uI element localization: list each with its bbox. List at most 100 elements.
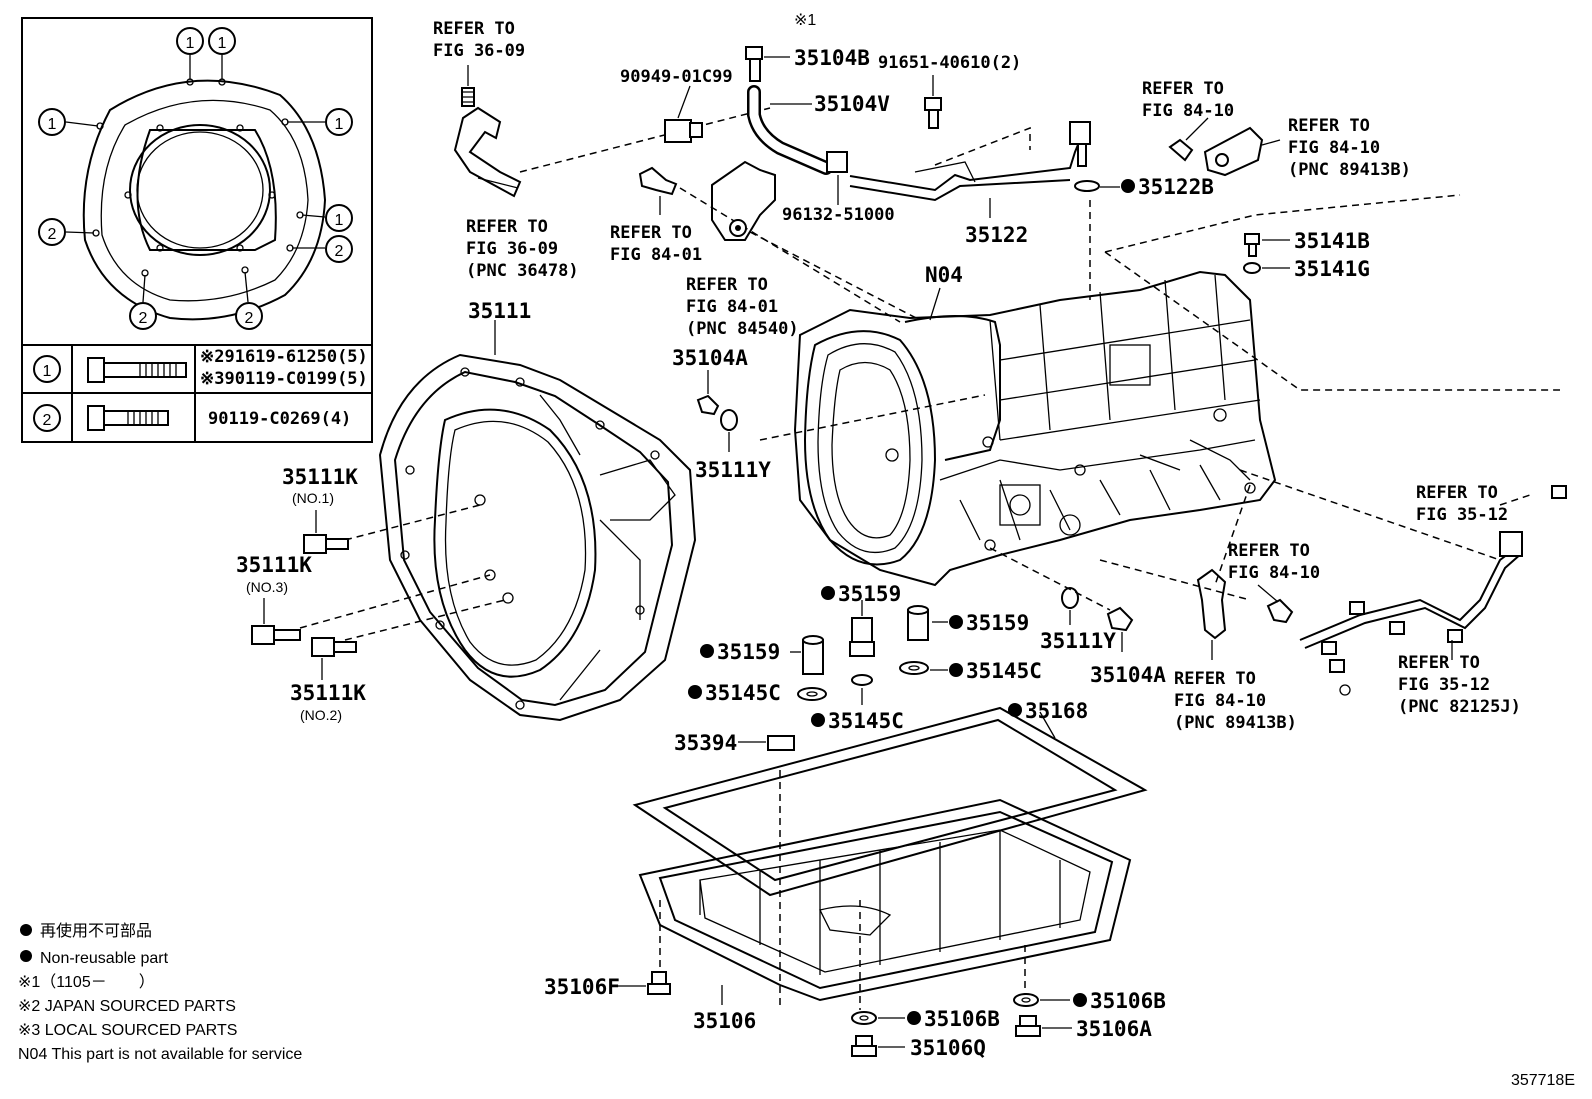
svg-text:FIG 84-10: FIG 84-10 bbox=[1142, 101, 1234, 121]
part-90949-01C99-clip: 90949-01C99 bbox=[620, 67, 733, 143]
svg-text:90949-01C99: 90949-01C99 bbox=[620, 67, 733, 87]
svg-text:FIG 84-10: FIG 84-10 bbox=[1174, 691, 1266, 711]
svg-text:1: 1 bbox=[335, 212, 344, 229]
part-35394-magnet: 35394 bbox=[674, 731, 795, 755]
callout-1-top-b: 1 bbox=[208, 27, 236, 55]
svg-text:1: 1 bbox=[48, 116, 57, 133]
svg-text:35111: 35111 bbox=[468, 299, 531, 323]
callout-1-left: 1 bbox=[38, 108, 66, 136]
svg-text:1: 1 bbox=[218, 35, 227, 52]
torque-converter-housing-gasket-view bbox=[65, 55, 327, 321]
part-35104A-top-plug: 35104A bbox=[672, 346, 748, 416]
assembly-guide-lines bbox=[299, 107, 1560, 1010]
svg-text:35104A: 35104A bbox=[1090, 663, 1166, 687]
part-35145C-washer-left: 35145C bbox=[688, 681, 827, 705]
callout-1-right-lower: 1 bbox=[325, 204, 353, 232]
svg-text:※390119-C0199(5): ※390119-C0199(5) bbox=[200, 369, 368, 389]
svg-text:35141B: 35141B bbox=[1294, 229, 1370, 253]
svg-text:FIG 84-10: FIG 84-10 bbox=[1288, 138, 1380, 158]
sensor-bracket-refer-84-01 bbox=[638, 160, 776, 241]
part-35159-sleeve-left: 35159 bbox=[700, 635, 824, 675]
svg-text:N04 This part is not available: N04 This part is not available for servi… bbox=[18, 1046, 302, 1063]
svg-text:※291619-61250(5): ※291619-61250(5) bbox=[200, 347, 368, 367]
svg-text:35159: 35159 bbox=[717, 640, 780, 664]
svg-text:REFER TO: REFER TO bbox=[1228, 541, 1310, 561]
callout-1-top-a: 1 bbox=[176, 27, 204, 55]
part-35111K-no2-bolt: 35111K (NO.2) bbox=[290, 637, 366, 723]
part-35106B-gasket-center: 35106B bbox=[851, 1007, 1000, 1031]
bolt-inset-panel: 1 1 1 1 1 2 2 2 2 1 ※291619-61250(5) ※39… bbox=[21, 17, 373, 443]
refer-fig-84-10-pnc-top: REFER TO FIG 84-10 (PNC 89413B) bbox=[1288, 116, 1411, 180]
svg-text:(NO.3): (NO.3) bbox=[246, 579, 288, 595]
svg-text:35106F: 35106F bbox=[544, 975, 620, 999]
part-35122B-o-ring: 35122B bbox=[1074, 175, 1214, 199]
svg-text:(NO.1): (NO.1) bbox=[292, 490, 334, 506]
svg-text:(NO.2): (NO.2) bbox=[300, 707, 342, 723]
svg-text:※1: ※1 bbox=[794, 12, 816, 29]
part-35159-sleeve-center: 35159 bbox=[821, 582, 901, 657]
svg-text:2: 2 bbox=[43, 412, 52, 429]
svg-text:35104A: 35104A bbox=[672, 346, 748, 370]
wire-harness-part bbox=[1299, 485, 1567, 696]
svg-text:35106Q: 35106Q bbox=[910, 1036, 986, 1060]
part-35106B-gasket-right: 35106B bbox=[1013, 989, 1166, 1013]
svg-text:FIG 35-12: FIG 35-12 bbox=[1416, 505, 1508, 525]
svg-text:REFER TO: REFER TO bbox=[610, 223, 692, 243]
refer-fig-35-12-pnc: REFER TO FIG 35-12 (PNC 82125J) bbox=[1398, 653, 1521, 717]
svg-text:N04: N04 bbox=[925, 263, 963, 287]
part-35111K-no3-bolt: 35111K (NO.3) bbox=[236, 553, 312, 645]
svg-text:35122B: 35122B bbox=[1138, 175, 1214, 199]
part-96132-51000-clamp: 96132-51000 bbox=[782, 151, 895, 225]
svg-text:2: 2 bbox=[139, 310, 148, 327]
svg-text:35111Y: 35111Y bbox=[695, 458, 771, 482]
legend: 再使用不可部品 Non-reusable part ※1（1105－ ） ※2 … bbox=[18, 922, 302, 1063]
part-35145C-washer-center: 35145C bbox=[811, 674, 904, 733]
svg-text:REFER TO: REFER TO bbox=[1142, 79, 1224, 99]
refer-fig-84-10-mid: REFER TO FIG 84-10 bbox=[1228, 541, 1320, 583]
svg-text:REFER TO: REFER TO bbox=[466, 217, 548, 237]
svg-text:35111K: 35111K bbox=[282, 465, 358, 489]
part-35141G-washer: 35141G bbox=[1243, 257, 1370, 281]
part-35106-oil-pan: 35106 bbox=[638, 798, 1132, 1033]
part-N04-transmission-assembly: N04 bbox=[793, 263, 1277, 587]
svg-text:35159: 35159 bbox=[838, 582, 901, 606]
svg-text:96132-51000: 96132-51000 bbox=[782, 205, 895, 225]
cable-bracket-part bbox=[453, 65, 522, 198]
svg-text:REFER TO: REFER TO bbox=[686, 275, 768, 295]
part-35111Y-top-o-ring: 35111Y bbox=[695, 409, 771, 482]
svg-text:FIG 84-10: FIG 84-10 bbox=[1228, 563, 1320, 583]
part-35106Q-bolt: 35106Q bbox=[851, 1035, 986, 1060]
inset-row-2: 2 90119-C0269(4) bbox=[33, 404, 351, 432]
svg-text:REFER TO: REFER TO bbox=[1288, 116, 1370, 136]
legend-dot-icon bbox=[20, 950, 32, 962]
svg-text:FIG 36-09: FIG 36-09 bbox=[433, 41, 525, 61]
refer-fig-36-09-pnc: REFER TO FIG 36-09 (PNC 36478) bbox=[466, 217, 579, 281]
part-35145C-washer-right: 35145C bbox=[899, 659, 1042, 683]
refer-fig-84-10-top: REFER TO FIG 84-10 bbox=[1142, 79, 1234, 121]
svg-text:35104V: 35104V bbox=[814, 92, 890, 116]
svg-text:35168: 35168 bbox=[1025, 699, 1088, 723]
svg-text:2: 2 bbox=[335, 243, 344, 260]
inset-row-1: 1 ※291619-61250(5) ※390119-C0199(5) bbox=[33, 347, 368, 389]
part-35104V-hose: 35104V bbox=[747, 85, 890, 175]
short-bolt-icon bbox=[87, 405, 169, 431]
svg-text:REFER TO: REFER TO bbox=[1398, 653, 1480, 673]
part-35111Y-bottom-o-ring: 35111Y bbox=[1040, 587, 1116, 653]
non-reusable-dot bbox=[821, 586, 835, 600]
svg-text:Non-reusable part: Non-reusable part bbox=[40, 950, 169, 967]
svg-text:35141G: 35141G bbox=[1294, 257, 1370, 281]
part-35106A-drain-plug: 35106A bbox=[1015, 1015, 1152, 1041]
svg-text:35122: 35122 bbox=[965, 223, 1028, 247]
svg-text:(PNC 89413B): (PNC 89413B) bbox=[1174, 713, 1297, 733]
svg-text:35145C: 35145C bbox=[705, 681, 781, 705]
svg-text:35394: 35394 bbox=[674, 731, 737, 755]
callout-1-right: 1 bbox=[325, 108, 353, 136]
svg-text:35106: 35106 bbox=[693, 1009, 756, 1033]
svg-text:1: 1 bbox=[43, 363, 52, 380]
svg-text:FIG 84-01: FIG 84-01 bbox=[686, 297, 778, 317]
non-reusable-dot bbox=[907, 1011, 921, 1025]
svg-text:(PNC 82125J): (PNC 82125J) bbox=[1398, 697, 1521, 717]
svg-text:REFER TO: REFER TO bbox=[1416, 483, 1498, 503]
non-reusable-dot bbox=[949, 663, 963, 677]
